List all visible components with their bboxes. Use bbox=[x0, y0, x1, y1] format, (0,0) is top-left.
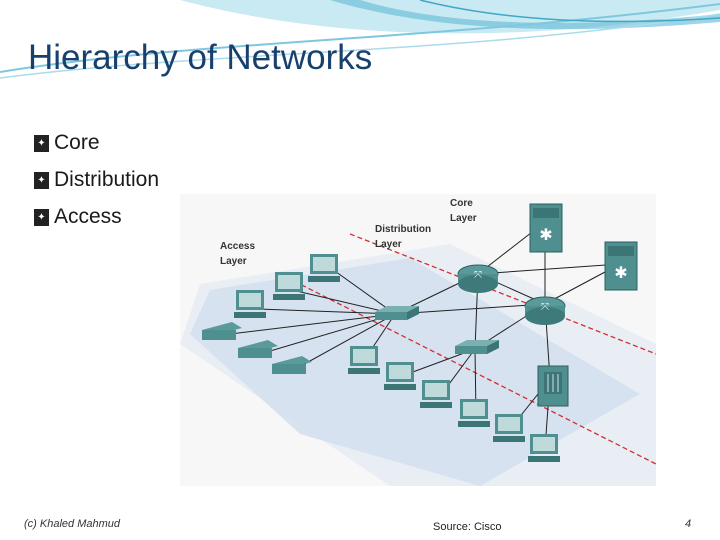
page-number: 4 bbox=[685, 518, 692, 530]
footer-source: Source: Cisco bbox=[433, 521, 502, 533]
core-switch-icon: ✱ bbox=[529, 203, 563, 253]
access-layer-label-2: Layer bbox=[220, 256, 247, 267]
pc-icon bbox=[420, 380, 452, 408]
pc-icon bbox=[348, 346, 380, 374]
svg-text:✱: ✱ bbox=[614, 263, 627, 282]
access-layer-label-1: Access bbox=[220, 241, 255, 252]
bullet-item-core: ✦ Core bbox=[34, 128, 159, 165]
pc-icon bbox=[493, 414, 525, 442]
bullet-glyph-icon: ✦ bbox=[34, 172, 49, 189]
pc-icon bbox=[308, 254, 340, 282]
network-hierarchy-diagram: Core Layer Distribution Layer Access Lay… bbox=[180, 194, 656, 486]
svg-text:⤧: ⤧ bbox=[541, 302, 549, 313]
distribution-layer-label-1: Distribution bbox=[375, 224, 431, 235]
bullet-label: Core bbox=[54, 131, 100, 154]
distribution-boundary-line bbox=[279, 273, 656, 465]
pc-icon bbox=[384, 362, 416, 390]
core-switch-icon: ✱ bbox=[604, 241, 638, 291]
svg-text:⤧: ⤧ bbox=[474, 270, 482, 281]
bullet-glyph-icon: ✦ bbox=[34, 135, 49, 152]
header-swoosh-decoration bbox=[0, 0, 720, 79]
pc-icon bbox=[234, 290, 266, 318]
access-switch-icon bbox=[375, 306, 419, 320]
ip-phone-icon bbox=[272, 356, 312, 374]
core-layer-label-1: Core bbox=[450, 198, 473, 209]
bullet-label: Access bbox=[54, 205, 122, 228]
access-server-icon bbox=[537, 365, 569, 407]
bullet-item-distribution: ✦ Distribution bbox=[34, 165, 159, 202]
footer-author: (c) Khaled Mahmud bbox=[24, 518, 120, 530]
access-switch-icon bbox=[455, 340, 499, 354]
distribution-router-icon: ⤧ bbox=[457, 264, 499, 293]
slide-title: Hierarchy of Networks bbox=[28, 38, 373, 77]
pc-icon bbox=[458, 399, 490, 427]
distribution-layer-label-2: Layer bbox=[375, 239, 402, 250]
svg-text:✱: ✱ bbox=[539, 225, 552, 244]
pc-icon bbox=[273, 272, 305, 300]
bullet-glyph-icon: ✦ bbox=[34, 209, 49, 226]
ip-phone-icon bbox=[202, 322, 242, 340]
bullet-list: ✦ Core ✦ Distribution ✦ Access bbox=[34, 128, 159, 239]
bullet-item-access: ✦ Access bbox=[34, 202, 159, 239]
pc-icon bbox=[528, 434, 560, 462]
ip-phone-icon bbox=[238, 340, 278, 358]
core-layer-label-2: Layer bbox=[450, 213, 477, 224]
core-boundary-line bbox=[349, 233, 656, 355]
bullet-label: Distribution bbox=[54, 168, 160, 191]
distribution-router-icon: ⤧ bbox=[524, 296, 566, 325]
